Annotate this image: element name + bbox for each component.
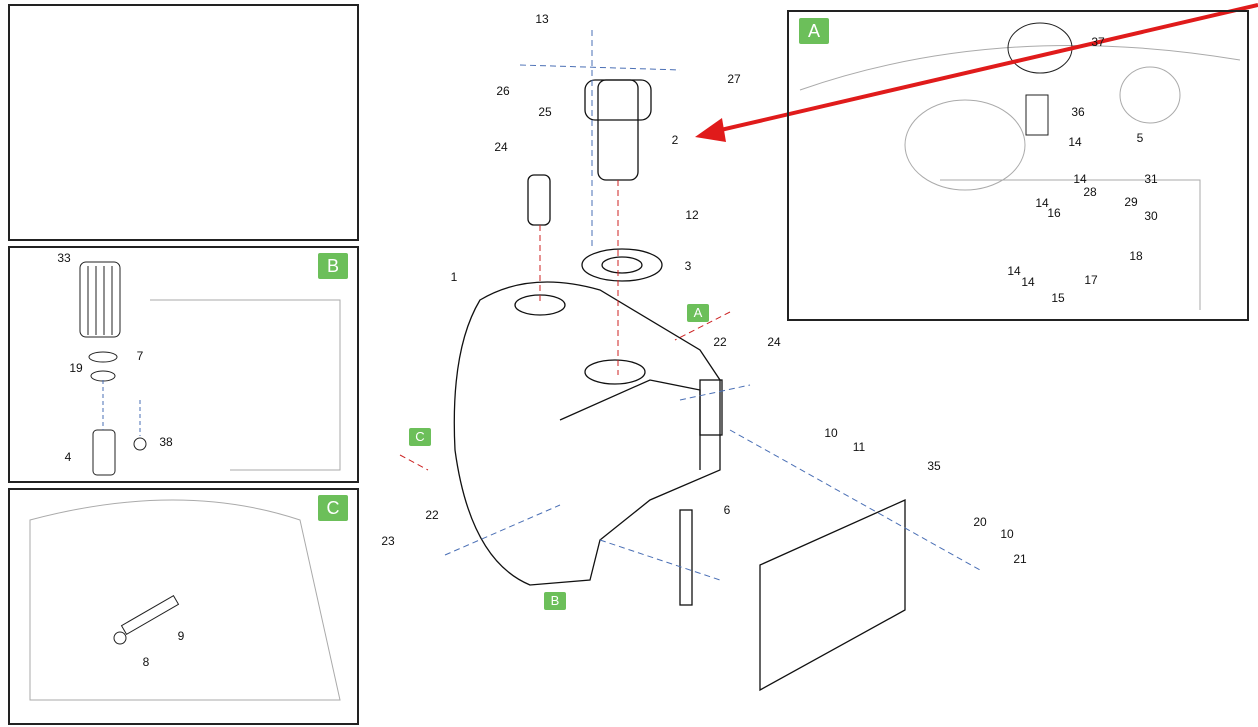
callout-number: 30: [1144, 209, 1158, 223]
callout-number: 14: [1035, 196, 1049, 210]
callout-number: 14: [1073, 172, 1087, 186]
callout-number: 10: [824, 426, 838, 440]
callout-number: 13: [535, 12, 549, 26]
tag-b: B: [318, 253, 348, 279]
callout-number: 38: [159, 435, 173, 449]
callout-number: 1: [450, 270, 458, 284]
centerlines: [399, 30, 981, 581]
callout-number: 37: [1091, 35, 1105, 49]
callout-number: 23: [381, 534, 395, 548]
callout-number: 9: [177, 629, 185, 643]
callout-number: 17: [1084, 273, 1098, 287]
callout-number: 12: [685, 208, 699, 222]
detail-c-panel: C: [8, 488, 359, 725]
view-tag-c: C: [409, 428, 431, 446]
callout-number: 14: [1007, 264, 1021, 278]
callout-number: 4: [64, 450, 72, 464]
callout-number: 2: [671, 133, 679, 147]
detail-a-panel: A: [787, 10, 1249, 321]
callout-number: 21: [1013, 552, 1027, 566]
view-tag-a: A: [687, 304, 709, 322]
callout-number: 22: [713, 335, 727, 349]
callout-number: 14: [1068, 135, 1082, 149]
callout-number: 24: [767, 335, 781, 349]
callout-number: 36: [1071, 105, 1085, 119]
callout-number: 22: [425, 508, 439, 522]
callout-number: 25: [538, 105, 552, 119]
callout-number: 3: [684, 259, 692, 273]
callout-number: 16: [1047, 206, 1061, 220]
callout-number: 35: [927, 459, 941, 473]
callout-number: 33: [57, 251, 71, 265]
tag-c: C: [318, 495, 348, 521]
callout-number: 31: [1144, 172, 1158, 186]
callout-number: 10: [1000, 527, 1014, 541]
tag-a: A: [799, 18, 829, 44]
red-pointer-arrow: [711, 3, 1258, 134]
detail-b-panel: B: [8, 246, 359, 483]
tank-illustration: [453, 79, 906, 692]
callout-number: 15: [1051, 291, 1065, 305]
callout-number: 11: [852, 440, 866, 454]
callout-number: 19: [69, 361, 83, 375]
callout-number: 8: [142, 655, 150, 669]
callout-number: 18: [1129, 249, 1143, 263]
overview-panel: [8, 4, 359, 241]
callout-number: 6: [723, 503, 731, 517]
callout-number: 26: [496, 84, 510, 98]
callout-number: 14: [1021, 275, 1035, 289]
callout-number: 28: [1083, 185, 1097, 199]
callout-number: 20: [973, 515, 987, 529]
callout-number: 24: [494, 140, 508, 154]
callout-number: 27: [727, 72, 741, 86]
callout-number: 5: [1136, 131, 1144, 145]
callout-number: 29: [1124, 195, 1138, 209]
view-tag-b: B: [544, 592, 566, 610]
callout-number: 7: [136, 349, 144, 363]
